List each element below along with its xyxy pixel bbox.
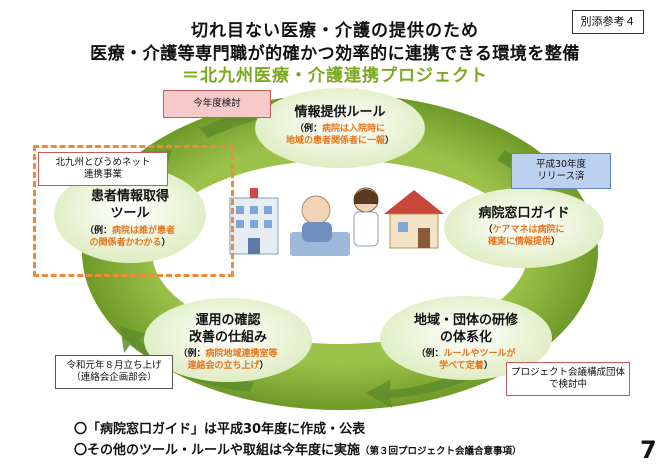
footer-note-2: 〇その他のツール・ルールや取組は今年度に実施（第３回プロジェクト会議合意事項） [74, 439, 522, 458]
node-info-rule-example-prefix: （例： [294, 124, 322, 134]
nurse-icon [353, 187, 379, 247]
node-training-example-prefix: （例： [416, 349, 444, 359]
node-patient-tool-title: 患者情報取得 ツール [62, 188, 198, 222]
node-patient-tool-example-prefix: （例： [84, 226, 112, 236]
tag-h30-released: 平成30年度 リリース済 [511, 153, 611, 189]
footer-note-1: 〇「病院窓口ガイド」は平成30年度に作成・公表 [74, 422, 366, 437]
hospital-icon [229, 188, 279, 255]
cycle-arrow-bottom-left [120, 326, 254, 392]
node-hospital-guide-example-line1: ケアマネは病院に [492, 225, 565, 235]
page-number: 7 [640, 436, 657, 464]
node-training [380, 296, 552, 380]
tag-r1-line1: 令和元年８月立ち上げ [66, 360, 162, 371]
node-info-rule-example: （例：病院は入院時に 地域の患者関係者に一報） [262, 123, 418, 147]
node-info-rule-title: 情報提供ルール [294, 105, 386, 120]
node-patient-tool-title-line2: ツール [110, 206, 150, 221]
node-training-example-line2: 学べて定着 [439, 361, 484, 371]
node-patient-tool-example: （例：病院は誰が患者 の関係者かわかる） [62, 225, 198, 249]
footer-note-2-main: 〇その他のツール・ルールや取組は今年度に実施 [74, 443, 361, 458]
node-patient-tool-title-line1: 患者情報取得 [90, 189, 169, 204]
node-hospital-guide-example: （ケアマネは病院に 確実に情報提供） [458, 224, 590, 248]
node-training-example-line1: ルールやツールが [443, 349, 516, 359]
tag-kitakyushu-tobiume: 北九州とびうめネット 連携事業 [38, 152, 168, 186]
node-improvement-title-line2: 改善の仕組み [188, 330, 267, 345]
node-improvement-example-line1: 病院地域連携室等 [205, 349, 278, 359]
header-line-3: ＝北九州医療・介護連携プロジェクト [182, 66, 488, 86]
node-training-title-line1: 地域・団体の研修 [413, 313, 518, 328]
tag-r1-line2: （連絡会企画部会） [71, 372, 157, 383]
tag-kitakyushu-line1: 北九州とびうめネット [55, 157, 151, 168]
footer-note-2-sub: （第３回プロジェクト会議合意事項） [360, 446, 522, 457]
node-hospital-guide-title: 病院窓口ガイド [478, 206, 570, 221]
header-line-1: 切れ目ない医療・介護の提供のため [191, 21, 479, 41]
header-line-2: 医療・介護等専門職が的確かつ効率的に連携できる環境を整備 [90, 44, 580, 64]
node-patient-tool [54, 167, 206, 263]
node-patient-tool-example-line2: の関係者かわかる [89, 238, 162, 248]
node-hospital-guide-example-line2: 確実に情報提供 [487, 237, 551, 247]
node-training-example-suffix: ） [483, 361, 493, 371]
tag-project-line1: プロジェクト会議構成団体 [510, 367, 625, 378]
node-improvement-example-line2: 連絡会の立ち上げ [187, 361, 260, 371]
patient-icon [290, 195, 350, 256]
tag-reiwa-launch: 令和元年８月立ち上げ （連絡会企画部会） [55, 355, 173, 389]
tag-kitakyushu-line2: 連携事業 [83, 169, 122, 180]
node-info-rule [255, 88, 425, 168]
tag-h30-line2: リリース済 [537, 171, 585, 182]
node-hospital-guide-example-prefix: （ [483, 225, 493, 235]
node-hospital-guide [444, 188, 604, 268]
node-info-rule-example-line2: 地域の患者関係者に一報 [285, 136, 385, 146]
tag-h30-line1: 平成30年度 [535, 159, 587, 170]
tag-this-year: 今年度検討 [163, 90, 271, 118]
tag-project-line2: で検討中 [548, 379, 587, 390]
tag-project-members: プロジェクト会議構成団体 で検討中 [506, 362, 630, 396]
reference-badge: 別添参考４ [572, 10, 644, 34]
node-patient-tool-example-suffix: ） [161, 238, 171, 248]
node-info-rule-example-suffix: ） [385, 136, 395, 146]
node-patient-tool-example-line1: 病院は誰が患者 [112, 226, 176, 236]
cycle-arrow-bottom-right [366, 350, 508, 408]
node-hospital-guide-example-suffix: ） [551, 237, 561, 247]
node-improvement-example-suffix: ） [259, 361, 269, 371]
house-icon [384, 190, 444, 249]
node-info-rule-example-line1: 病院は入院時に [322, 124, 386, 134]
node-training-example: （例：ルールやツールが 学べて定着） [396, 348, 536, 372]
node-training-title: 地域・団体の研修 の体系化 [396, 312, 536, 346]
node-improvement-example-prefix: （例： [178, 349, 206, 359]
node-training-title-line2: の体系化 [439, 330, 492, 345]
node-improvement [144, 298, 312, 382]
highlight-dashed-frame [33, 145, 234, 277]
node-improvement-title: 運用の確認 改善の仕組み [160, 312, 296, 346]
node-improvement-title-line1: 運用の確認 [195, 313, 261, 328]
node-improvement-example: （例：病院地域連携室等 連絡会の立ち上げ） [160, 348, 296, 372]
